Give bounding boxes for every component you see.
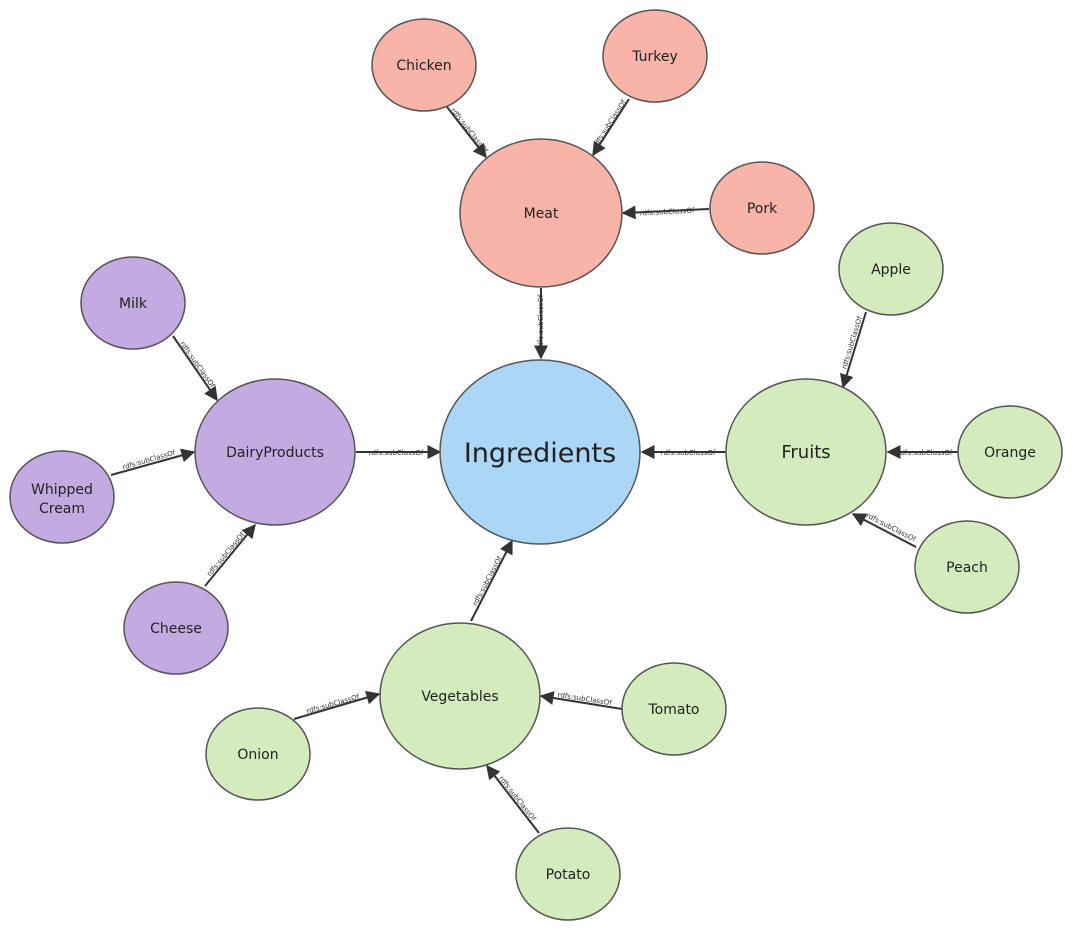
edge-chicken-meat: rdfs:subClassOf — [446, 106, 489, 159]
node-tomato[interactable]: Tomato — [621, 662, 727, 756]
node-dairy-products[interactable]: DairyProducts — [194, 378, 356, 526]
node-label: Tomato — [647, 702, 699, 718]
edge-tomato-vegetables: rdfs:subClassOf — [539, 691, 623, 710]
node-label: Orange — [984, 445, 1036, 461]
node-label: Meat — [524, 206, 559, 222]
node-apple[interactable]: Apple — [838, 222, 944, 316]
edge-label: rdfs:subClassOf — [306, 693, 361, 716]
node-onion[interactable]: Onion — [205, 707, 311, 801]
edge-label: rdfs:subClassOf — [449, 107, 489, 155]
edge-label: rdfs:subClassOf — [178, 340, 216, 390]
edge-onion-vegetables: rdfs:subClassOf — [293, 690, 381, 720]
edge-peach-fruits: rdfs:subClassOf — [851, 511, 918, 548]
edge-pork-meat: rdfs:subClassOf — [621, 205, 710, 220]
edge-label: rdfs:subClassOf — [369, 449, 424, 457]
node-label: Apple — [871, 262, 911, 278]
edge-milk-dairy: rdfs:subClassOf — [172, 335, 218, 402]
edge-orange-fruits: rdfs:subClassOf — [886, 445, 958, 459]
node-label: Potato — [546, 867, 591, 883]
node-label: Ingredients — [464, 438, 616, 469]
node-vegetables[interactable]: Vegetables — [379, 622, 541, 770]
node-label: Peach — [946, 560, 988, 576]
edge-label: rdfs:subClassOf — [205, 531, 247, 578]
edge-meat-ingredients: rdfs:subClassOf — [534, 288, 548, 360]
node-potato[interactable]: Potato — [515, 827, 621, 921]
edge-cheese-dairy: rdfs:subClassOf — [204, 523, 256, 587]
node-orange[interactable]: Orange — [957, 405, 1063, 499]
node-whipped-cream[interactable]: Whipped Cream — [9, 450, 115, 544]
node-chicken[interactable]: Chicken — [371, 18, 477, 112]
node-turkey[interactable]: Turkey — [602, 9, 708, 103]
node-pork[interactable]: Pork — [709, 161, 815, 255]
node-milk[interactable]: Milk — [80, 256, 186, 350]
edge-label: rdfs:subClassOf — [865, 511, 918, 543]
edge-label: rdfs:subClassOf — [591, 98, 628, 149]
node-label: Chicken — [396, 58, 451, 74]
edge-vegetables-ingredients: rdfs:subClassOf — [470, 539, 513, 622]
node-label: Cheese — [150, 621, 202, 637]
edge-fruits-ingredients: rdfs:subClassOf — [640, 445, 726, 459]
node-label: Turkey — [631, 49, 678, 65]
node-label: Pork — [747, 201, 778, 217]
edge-turkey-meat: rdfs:subClassOf — [591, 98, 630, 157]
node-label: DairyProducts — [226, 445, 324, 461]
node-label: Whipped — [31, 482, 93, 498]
edge-whipped-cream-dairy: rdfs:subClassOf — [110, 448, 196, 476]
node-peach[interactable]: Peach — [914, 520, 1020, 614]
edge-label: rdfs:subClassOf — [557, 691, 613, 708]
node-label: Vegetables — [421, 689, 498, 705]
edge-label: rdfs:subClassOf — [537, 294, 545, 349]
edge-label: rdfs:subClassOf — [471, 555, 504, 607]
edge-label: rdfs:subClassOf — [640, 207, 695, 218]
node-label: Milk — [119, 296, 148, 312]
edge-apple-fruits: rdfs:subClassOf — [840, 311, 867, 389]
node-label: Cream — [39, 501, 85, 517]
node-ingredients[interactable]: Ingredients — [439, 359, 641, 545]
node-label: Fruits — [781, 442, 830, 463]
edge-label: rdfs:subClassOf — [898, 449, 953, 457]
edge-potato-vegetables: rdfs:subClassOf — [486, 764, 540, 834]
node-meat[interactable]: Meat — [459, 138, 623, 288]
node-cheese[interactable]: Cheese — [123, 581, 229, 675]
nodes: Ingredients Meat Chicken Turkey Pork Dai… — [9, 9, 1063, 921]
node-label: Onion — [237, 747, 278, 763]
edge-label: rdfs:subClassOf — [840, 315, 864, 370]
edge-label: rdfs:subClassOf — [497, 775, 537, 823]
edge-dairy-ingredients: rdfs:subClassOf — [356, 445, 442, 459]
node-fruits[interactable]: Fruits — [725, 378, 887, 526]
edge-label: rdfs:subClassOf — [661, 449, 716, 457]
